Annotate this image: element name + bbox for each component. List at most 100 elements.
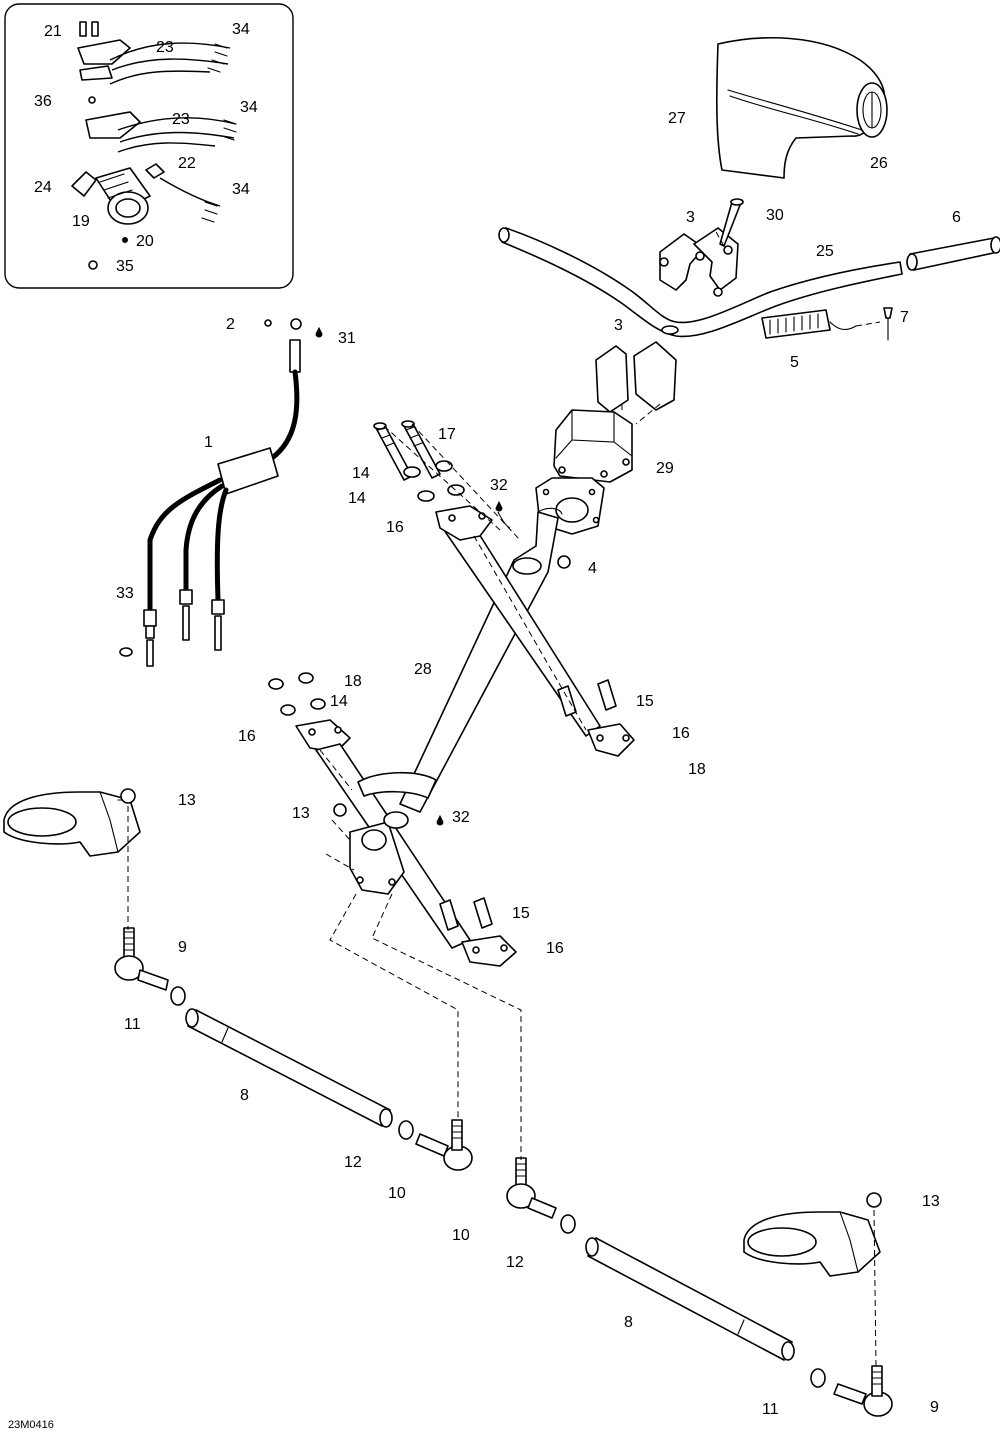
tie-rod-8-upper bbox=[185, 1008, 393, 1128]
callout-28: 28 bbox=[414, 661, 432, 678]
callout-15-lower: 15 bbox=[512, 905, 530, 922]
callout-10-upper: 10 bbox=[388, 1185, 406, 1202]
rivet bbox=[883, 307, 893, 341]
callout-12-upper: 12 bbox=[344, 1154, 362, 1171]
housing-cover-upper bbox=[77, 39, 131, 65]
callout-20: 20 bbox=[136, 233, 154, 250]
nut-33 bbox=[119, 647, 133, 657]
callout-23-mid: 23 bbox=[172, 111, 190, 128]
wire-terminals-bottom bbox=[201, 201, 218, 223]
callout-34-mid: 34 bbox=[240, 99, 258, 116]
wire-terminals-mid bbox=[221, 119, 237, 141]
nut-12-lower bbox=[560, 1214, 576, 1234]
callout-11-left: 11 bbox=[124, 1016, 141, 1033]
callout-35: 35 bbox=[116, 258, 134, 275]
callout-18-right: 18 bbox=[688, 761, 706, 778]
grease-drop-31 bbox=[315, 326, 323, 338]
screw-pair bbox=[79, 21, 99, 37]
callout-23-top: 23 bbox=[156, 39, 174, 56]
callout-14-b: 14 bbox=[348, 490, 366, 507]
inset-throttle-housing bbox=[4, 3, 294, 289]
housing-cover-lower bbox=[85, 111, 141, 139]
callout-13-center: 13 bbox=[292, 805, 310, 822]
steering-arm-left bbox=[3, 791, 141, 857]
harness-terminals bbox=[143, 589, 225, 667]
tie-rod-8-lower bbox=[585, 1237, 795, 1361]
callout-24: 24 bbox=[34, 179, 52, 196]
callout-8-upper: 8 bbox=[240, 1087, 249, 1104]
lower-clamp bbox=[595, 341, 677, 413]
nut-13-center bbox=[333, 803, 347, 817]
tie-rod-end-9-right bbox=[833, 1365, 893, 1417]
callout-32-lower: 32 bbox=[452, 809, 470, 826]
callout-14-a: 14 bbox=[352, 465, 370, 482]
handlebar-pad bbox=[716, 37, 888, 179]
callout-7: 7 bbox=[900, 309, 909, 326]
callout-3-top: 3 bbox=[686, 209, 695, 226]
cable-harness bbox=[143, 318, 302, 667]
callout-33: 33 bbox=[116, 585, 134, 602]
steering-column bbox=[399, 507, 563, 813]
callout-30: 30 bbox=[766, 207, 784, 224]
callout-27: 27 bbox=[668, 110, 686, 127]
riser-block bbox=[553, 409, 633, 483]
callout-13-left: 13 bbox=[178, 792, 196, 809]
callout-11-right: 11 bbox=[762, 1401, 779, 1418]
callout-12-lower: 12 bbox=[506, 1254, 524, 1271]
grip bbox=[906, 236, 1000, 271]
callout-26: 26 bbox=[870, 155, 888, 172]
callout-4: 4 bbox=[588, 560, 597, 577]
lower-support-clamps bbox=[268, 672, 351, 753]
callout-34-top: 34 bbox=[232, 21, 250, 38]
drawing-reference-code: 23M0416 bbox=[8, 1419, 54, 1431]
handlebar bbox=[498, 227, 903, 338]
nut-12-upper bbox=[398, 1120, 414, 1140]
tie-rod-end-9-left bbox=[114, 927, 169, 991]
nut-4 bbox=[557, 555, 571, 569]
callout-10-lower: 10 bbox=[452, 1227, 470, 1244]
callout-29: 29 bbox=[656, 460, 674, 477]
nut-13-right bbox=[866, 1192, 882, 1208]
grease-drop-lower bbox=[436, 814, 444, 826]
callout-15-top: 15 bbox=[636, 693, 654, 710]
callout-16-top: 16 bbox=[386, 519, 404, 536]
nut-11-left bbox=[170, 986, 186, 1006]
housing-bracket bbox=[71, 171, 97, 197]
callout-9-right: 9 bbox=[930, 1399, 939, 1416]
callout-25: 25 bbox=[816, 243, 834, 260]
callout-16-left: 16 bbox=[238, 728, 256, 745]
callout-34-bottom: 34 bbox=[232, 181, 250, 198]
callout-3-mid: 3 bbox=[614, 317, 623, 334]
tie-rod-end-10-lower bbox=[506, 1157, 557, 1219]
callout-2: 2 bbox=[226, 316, 235, 333]
callout-labels: 21 23 34 36 23 34 22 24 34 19 20 35 2 31… bbox=[8, 21, 961, 1431]
throttle-housing-body bbox=[95, 167, 151, 225]
callout-16-right: 16 bbox=[672, 725, 690, 742]
callout-5: 5 bbox=[790, 354, 799, 371]
lower-column-plate bbox=[349, 771, 437, 895]
callout-1: 1 bbox=[204, 434, 213, 451]
callout-21: 21 bbox=[44, 23, 62, 40]
upper-clamp bbox=[659, 227, 739, 297]
upper-support-tube bbox=[435, 505, 635, 757]
callout-22: 22 bbox=[178, 155, 196, 172]
assembly-lines bbox=[127, 231, 877, 1367]
callout-36: 36 bbox=[34, 93, 52, 110]
callout-32-top: 32 bbox=[490, 477, 508, 494]
tie-rod-end-10-upper bbox=[415, 1119, 473, 1171]
callout-19: 19 bbox=[72, 213, 90, 230]
heated-grip-element bbox=[761, 309, 881, 339]
callout-18-left: 18 bbox=[344, 673, 362, 690]
callout-9-left: 9 bbox=[178, 939, 187, 956]
steering-arm-right bbox=[743, 1211, 881, 1277]
callout-16-lower: 16 bbox=[546, 940, 564, 957]
callout-13-right: 13 bbox=[922, 1193, 940, 1210]
callout-6: 6 bbox=[952, 209, 961, 226]
callout-8-lower: 8 bbox=[624, 1314, 633, 1331]
washer-2 bbox=[264, 319, 272, 327]
callout-17: 17 bbox=[438, 426, 456, 443]
nut-11-right bbox=[810, 1368, 826, 1388]
callout-14-c: 14 bbox=[330, 693, 348, 710]
nut-13-left bbox=[120, 788, 136, 804]
